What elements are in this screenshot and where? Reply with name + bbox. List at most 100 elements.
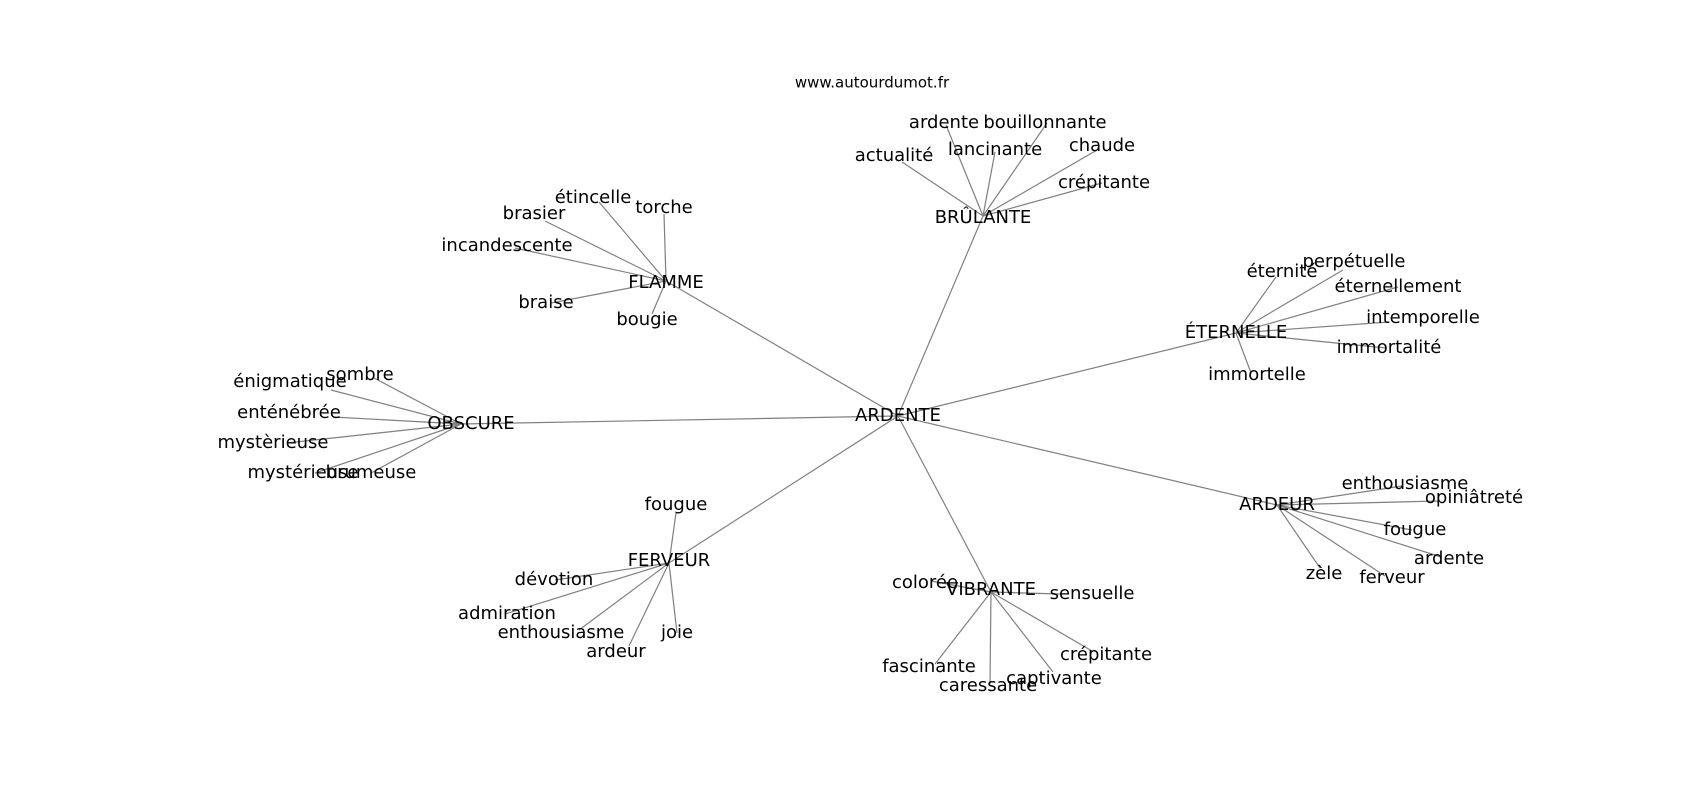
leaf-node-brulante-chaude[interactable]: chaude [1069,135,1135,156]
edge-ardeur-opiniatrete [1276,500,1440,506]
edges-layer [286,122,1442,685]
edge-obscure-entenebree [332,416,462,425]
edge-brulante-bouillonnante [982,122,1048,217]
leaf-node-obscure-sombre[interactable]: sombre [326,364,393,385]
edge-brulante-actualite [901,161,984,217]
leaf-node-ardeur-ferveur[interactable]: ferveur [1359,567,1425,588]
hub-node-obscure[interactable]: OBSCURE [427,413,514,434]
hub-node-ardeur[interactable]: ARDEUR [1239,494,1315,515]
leaf-node-flamme-etincelle[interactable]: étincelle [555,187,632,208]
edge-flamme-torche [663,213,667,282]
leaf-node-obscure-brumeuse[interactable]: brumeuse [326,462,417,483]
edge-vibrante-caressante [989,591,992,685]
edge-center-ferveur [668,415,899,564]
edge-center-ardeur [897,415,1278,506]
edge-flamme-bougie [651,280,667,315]
edge-vibrante-captivante [990,591,1054,673]
edge-ferveur-fougue [668,512,677,564]
edge-brulante-crepitante [982,182,1103,217]
leaf-node-obscure-mysterieuse[interactable]: mystérieuse [247,462,358,483]
edge-center-eternelle [897,332,1237,417]
hub-node-brulante[interactable]: BRÛLANTE [935,206,1032,228]
leaf-node-ferveur-ardeur[interactable]: ardeur [586,641,646,662]
leaf-node-flamme-braise[interactable]: braise [518,292,573,313]
source-label: www.autourdumot.fr [795,74,950,92]
edge-eternelle-eternellement [1235,286,1399,334]
edge-ardeur-enthousiasme [1276,485,1403,506]
leaf-node-brulante-lancinante[interactable]: lancinante [948,139,1042,160]
edge-center-brulante [897,215,984,417]
edge-eternelle-immortalite [1235,332,1387,349]
edge-obscure-sombre [373,377,462,425]
edge-eternelle-intemporelle [1235,321,1390,334]
edge-ferveur-joie [668,562,678,634]
hub-node-ferveur[interactable]: FERVEUR [628,550,711,571]
leaf-node-ardeur-opiniatrete[interactable]: opiniâtreté [1425,487,1523,508]
edge-obscure-mysterieuse [286,423,462,444]
leaf-node-brulante-bouillonnante[interactable]: bouillonnante [983,112,1106,133]
edge-flamme-incandescente [514,247,667,282]
leaf-node-vibrante-fascinante[interactable]: fascinante [882,656,976,677]
edge-flamme-brasier [544,220,667,282]
leaf-node-eternelle-perpetuelle[interactable]: perpétuelle [1302,251,1405,272]
edge-vibrante-sensuelle [990,591,1061,595]
leaf-node-flamme-torche[interactable]: torche [635,197,692,218]
edge-flamme-braise [550,280,667,304]
leaf-node-ferveur-admiration[interactable]: admiration [458,603,556,624]
edge-center-vibrante [897,415,992,593]
edge-brulante-lancinante [982,151,996,217]
leaf-node-eternelle-eternellement[interactable]: éternellement [1335,276,1462,297]
leaf-node-brulante-crepitante[interactable]: crépitante [1058,172,1150,193]
labels-layer: www.autourdumot.fr ARDENTE BRÛLANTE ardent… [217,74,1523,697]
leaf-node-obscure-entenebree[interactable]: enténébrée [237,402,341,423]
edge-eternelle-perpetuelle [1235,269,1344,334]
edge-ardeur-ferveur [1276,504,1386,577]
leaf-node-vibrante-coloree[interactable]: colorée [892,572,958,593]
edge-ferveur-devotion [554,562,670,581]
leaf-node-ferveur-fougue[interactable]: fougue [645,494,708,515]
hub-node-vibrante[interactable]: VIBRANTE [946,579,1036,600]
edge-eternelle-eternite [1235,276,1277,334]
edge-eternelle-immortelle [1235,332,1252,374]
edge-center-obscure [460,415,899,425]
leaf-node-ardeur-fougue[interactable]: fougue [1384,519,1447,540]
leaf-node-ferveur-devotion[interactable]: dévotion [515,569,594,590]
leaf-node-flamme-brasier[interactable]: brasier [503,203,566,224]
leaf-node-eternelle-immortalite[interactable]: immortalité [1337,337,1442,358]
edge-vibrante-fascinante [934,591,992,665]
leaf-node-ardeur-zele[interactable]: zèle [1306,563,1343,584]
edge-center-flamme [665,280,899,417]
leaf-node-flamme-incandescente[interactable]: incandescente [441,235,572,256]
leaf-node-ardeur-ardente[interactable]: ardente [1414,548,1484,569]
leaf-node-ferveur-joie[interactable]: joie [660,622,693,643]
leaf-node-eternelle-immortelle[interactable]: immortelle [1208,364,1306,385]
leaf-node-obscure-mysterieuse[interactable]: mystèrieuse [217,432,328,453]
leaf-node-vibrante-crepitante[interactable]: crépitante [1060,644,1152,665]
edge-ardeur-ardente [1276,504,1442,558]
leaf-node-flamme-bougie[interactable]: bougie [616,309,677,330]
edge-obscure-brumeuse [370,423,462,474]
edge-vibrante-coloree [930,580,992,593]
leaf-node-vibrante-sensuelle[interactable]: sensuelle [1050,583,1135,604]
edge-ardeur-fougue [1276,504,1413,531]
leaf-node-eternelle-intemporelle[interactable]: intemporelle [1366,307,1480,328]
leaf-node-brulante-ardente[interactable]: ardente [909,112,979,133]
center-node[interactable]: ARDENTE [855,405,941,426]
leaf-node-ferveur-enthousiasme[interactable]: enthousiasme [498,622,625,643]
leaf-node-vibrante-captivante[interactable]: captivante [1006,668,1102,689]
edge-ferveur-enthousiasme [578,562,670,631]
edge-brulante-chaude [982,149,1098,217]
edge-ferveur-admiration [504,562,670,615]
edge-vibrante-crepitante [990,591,1093,652]
edge-brulante-ardente [945,124,984,217]
edge-obscure-mysterieuse [314,423,462,474]
edge-flamme-etincelle [598,201,667,282]
leaf-node-vibrante-caressante[interactable]: caressante [939,675,1037,696]
hub-node-eternelle[interactable]: ÉTERNELLE [1185,321,1288,343]
leaf-node-eternelle-eternite[interactable]: éternité [1247,261,1318,282]
leaf-node-obscure-enigmatique[interactable]: énigmatique [233,371,346,392]
hub-node-flamme[interactable]: FLAMME [628,272,704,293]
leaf-node-ardeur-enthousiasme[interactable]: enthousiasme [1342,473,1469,494]
leaf-node-brulante-actualite[interactable]: actualité [855,145,934,166]
